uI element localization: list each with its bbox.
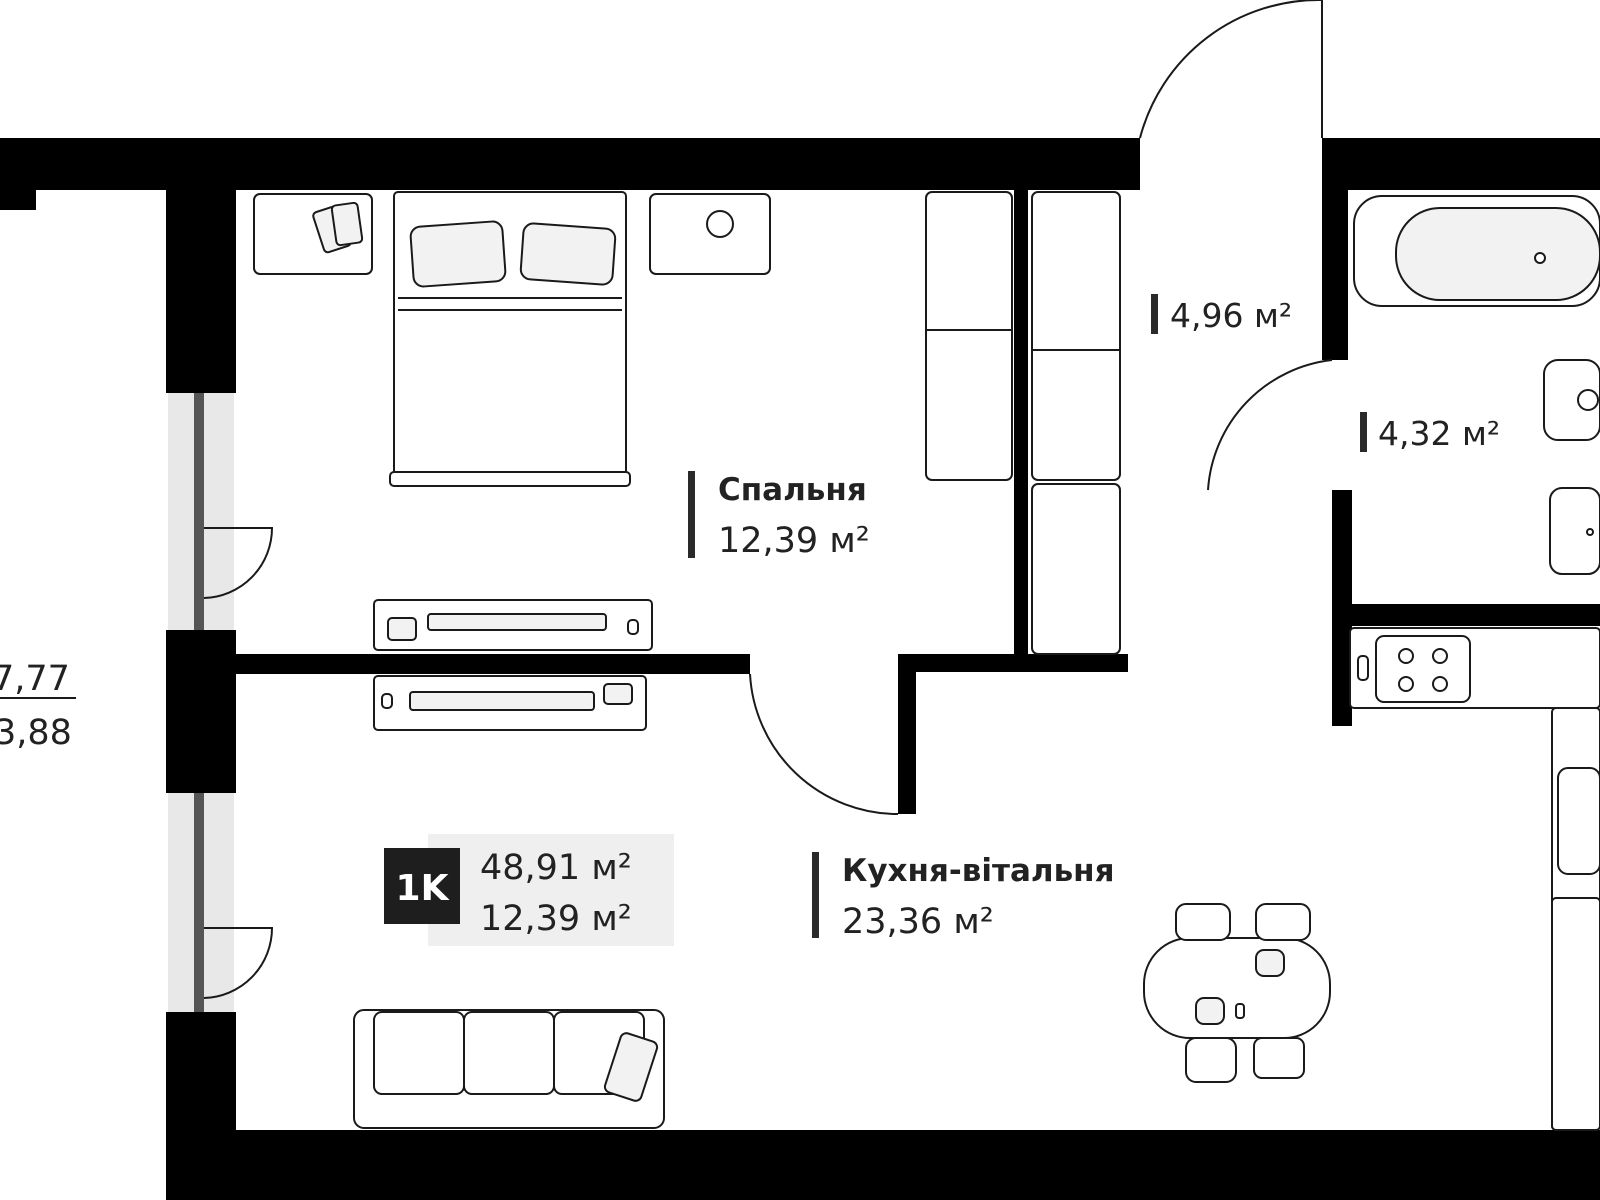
kitchen-sink <box>1557 767 1600 875</box>
walls <box>0 138 1600 1200</box>
left-wall-middle <box>166 630 236 793</box>
fridge <box>1551 897 1600 1131</box>
summary-background <box>428 834 674 946</box>
balcony-door-upper <box>203 527 274 599</box>
lamp-icon <box>706 210 734 238</box>
toilet-mark <box>1586 528 1594 536</box>
tv-bedroom-knob <box>627 619 639 635</box>
chair-bottom-left <box>1185 1037 1237 1083</box>
dining-table <box>1143 937 1331 1039</box>
window-bedroom-frame <box>194 393 204 630</box>
total-area: 48,91 м² <box>480 848 632 888</box>
balcony-door-lower <box>203 927 274 999</box>
bathroom-door-swing <box>1207 359 1333 491</box>
bedroom-furniture <box>253 191 1013 651</box>
pillow-right <box>519 222 617 286</box>
plate-icon <box>1255 949 1285 977</box>
cooktop-knob <box>1357 655 1369 681</box>
hall-bottom-wall <box>898 654 1128 672</box>
bath-bottom-wall <box>1332 604 1600 626</box>
living-kitchen-name: Кухня-вітальня <box>842 853 1115 889</box>
living-furniture <box>353 627 1600 1131</box>
washbasin-drain <box>1577 389 1599 411</box>
bath-left-wall-upper <box>1322 190 1348 360</box>
left-outer-wall <box>0 138 36 210</box>
sofa-cushion-2 <box>463 1011 555 1095</box>
summary-panel: 1K 48,91 м² 12,39 м² <box>384 834 674 946</box>
top-wall-right <box>1322 138 1600 190</box>
book-icon-2 <box>330 201 364 247</box>
tv-living <box>409 691 595 711</box>
nightstand-right <box>649 193 771 275</box>
chair-top-left <box>1175 903 1231 941</box>
bedroom-wardrobe <box>925 191 1013 481</box>
plate-icon-2 <box>1195 997 1225 1025</box>
bedroom-right-partition <box>1014 190 1028 658</box>
tv-bedroom-device <box>387 617 417 641</box>
bedroom-label-marker <box>688 471 695 558</box>
tv-living-device <box>603 683 633 705</box>
bedroom-area: 12,39 м² <box>718 521 870 561</box>
burner-1 <box>1398 648 1414 664</box>
cooktop <box>1375 635 1471 703</box>
left-wall-upper <box>166 138 236 393</box>
doors <box>203 0 1333 999</box>
hall-door-jamb <box>898 654 916 814</box>
neighbor-living-area: 3,88 <box>0 713 72 753</box>
sofa-pillow <box>603 1032 659 1102</box>
labels: Спальня 12,39 м² Кухня-вітальня 23,36 м²… <box>0 294 1500 942</box>
windows <box>168 393 234 1012</box>
living-area: 12,39 м² <box>480 899 632 939</box>
hall-wardrobe-upper <box>1031 191 1121 481</box>
hall-label-marker <box>1151 294 1158 334</box>
burner-4 <box>1432 676 1448 692</box>
unit-type-label: 1K <box>396 868 450 909</box>
bed-footboard <box>389 471 631 487</box>
chair-bottom-right <box>1253 1037 1305 1079</box>
pillow-left <box>409 220 507 288</box>
bathroom-area: 4,32 м² <box>1378 414 1500 453</box>
bathtub-inner <box>1395 207 1600 301</box>
bathtub-drain <box>1534 252 1546 264</box>
hall-area: 4,96 м² <box>1170 296 1292 335</box>
burner-2 <box>1432 648 1448 664</box>
tv-living-knob <box>381 693 393 709</box>
window-living-frame <box>194 793 204 1012</box>
entrance-door-swing <box>1139 0 1323 139</box>
hall-furniture <box>1031 191 1121 655</box>
toilet <box>1549 487 1600 575</box>
bottom-wall <box>166 1130 1600 1200</box>
living-label-marker <box>812 852 819 938</box>
washbasin <box>1543 359 1600 441</box>
living-kitchen-area: 23,36 м² <box>842 902 994 942</box>
bathroom-fixtures <box>1353 195 1600 575</box>
bedroom-bottom-wall <box>236 654 750 674</box>
bedroom-door-swing <box>749 673 899 816</box>
bedroom-name: Спальня <box>718 472 867 508</box>
unit-type-badge <box>384 848 460 924</box>
chair-top-right <box>1255 903 1311 941</box>
neighbor-total-area: 7,77 <box>0 659 70 699</box>
bathroom-label-marker <box>1360 412 1367 452</box>
tv-bedroom <box>427 613 607 631</box>
cup-icon <box>1235 1003 1245 1019</box>
hall-wardrobe-lower <box>1031 483 1121 655</box>
sofa-cushion-1 <box>373 1011 465 1095</box>
burner-3 <box>1398 676 1414 692</box>
